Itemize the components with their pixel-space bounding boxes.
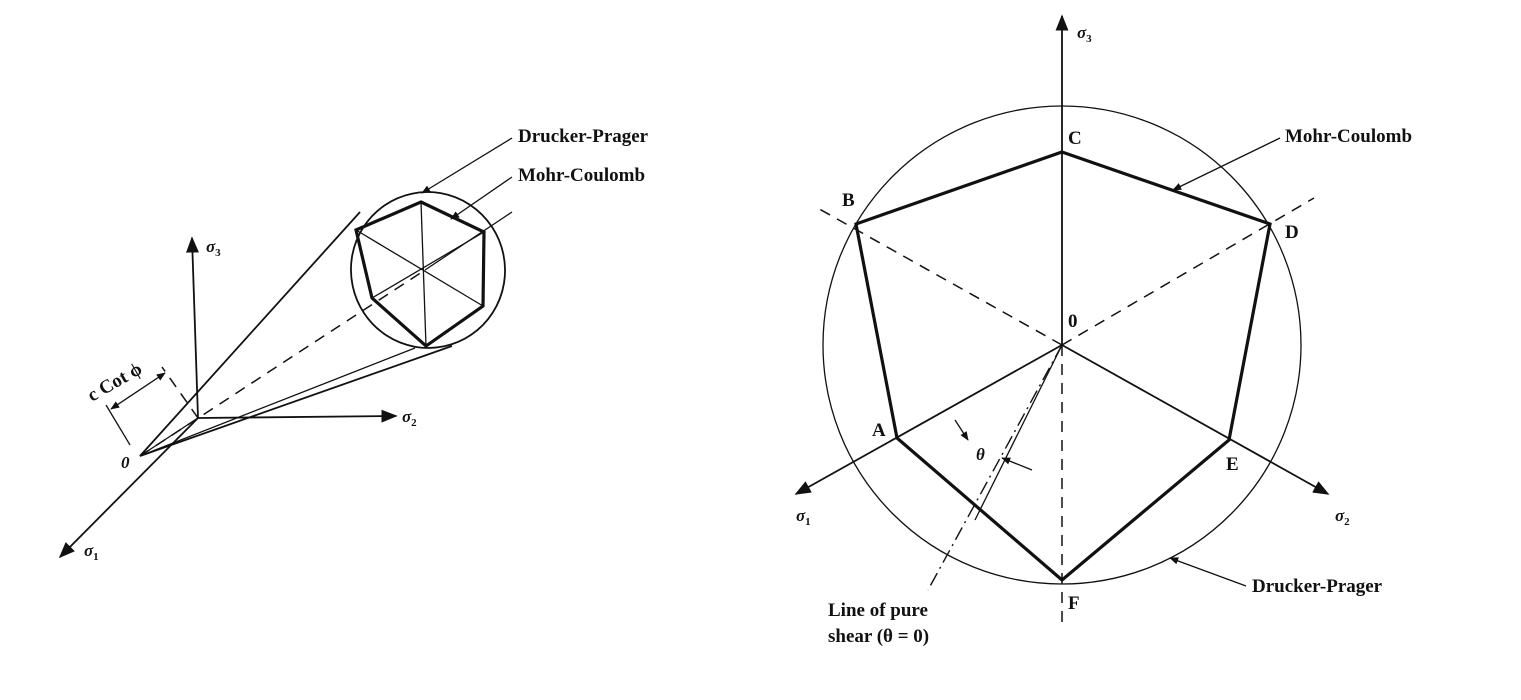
right-origin-label: 0 xyxy=(1068,311,1078,332)
right-sigma2-label: σ2 xyxy=(1335,506,1350,528)
mohr-coulomb-hexagon-right xyxy=(854,150,1272,583)
point-label-E: E xyxy=(1226,454,1239,475)
hexagon-spoke-1 xyxy=(420,201,427,347)
c-cot-phi-dimension xyxy=(110,372,166,410)
c-cot-phi-extension-1 xyxy=(105,404,131,446)
drucker-prager-circle-left xyxy=(350,191,506,349)
right-mohr-coulomb-pointer xyxy=(1172,137,1281,191)
right-sigma3-label: σ3 xyxy=(1077,23,1092,45)
left-sigma3-axis xyxy=(186,236,199,419)
point-label-B: B xyxy=(842,190,855,211)
hexagon-spoke-2 xyxy=(371,231,485,299)
point-label-F: F xyxy=(1068,593,1080,614)
left-origin-label: 0 xyxy=(121,453,130,472)
right-sigma1-negative-dashed xyxy=(1061,197,1315,346)
pure-shear-line xyxy=(927,344,1063,591)
right-sigma1-label: σ1 xyxy=(796,506,811,528)
radial-line-theta xyxy=(974,344,1063,521)
c-cot-phi-label: c Cot ϕ xyxy=(84,358,146,406)
left-drucker-prager-label: Drucker-Prager xyxy=(518,126,649,147)
left-sigma2-label: σ2 xyxy=(402,407,417,429)
point-label-A: A xyxy=(872,420,886,441)
right-mohr-coulomb-label: Mohr-Coulomb xyxy=(1285,126,1412,147)
left-sigma2-axis xyxy=(197,409,398,423)
left-sigma3-label: σ3 xyxy=(206,237,221,259)
theta-label: θ xyxy=(976,445,985,464)
pure-shear-label-line1: Line of pure xyxy=(828,600,928,621)
left-sigma1-label: σ1 xyxy=(84,541,99,563)
pure-shear-label-line2: shear (θ = 0) xyxy=(828,626,929,647)
left-drucker-prager-pointer xyxy=(421,137,513,194)
right-sigma2-axis xyxy=(1061,344,1330,495)
cone-generator-top xyxy=(139,211,361,457)
right-drucker-prager-label: Drucker-Prager xyxy=(1252,576,1383,597)
cone-generator-lower xyxy=(139,347,416,457)
right-sigma2-negative-dashed xyxy=(813,205,1063,346)
point-label-D: D xyxy=(1285,222,1299,243)
theta-arrow-2 xyxy=(1001,457,1033,471)
deviatoric-plane-figure: θ A B C D E F 0 σ3 σ1 σ2 Mohr-Coulomb Dr… xyxy=(794,14,1412,647)
right-drucker-prager-pointer xyxy=(1169,557,1247,587)
theta-arrow-1 xyxy=(954,419,969,441)
cone-generator-bottom xyxy=(139,345,453,457)
point-label-C: C xyxy=(1068,128,1082,149)
left-mohr-coulomb-label: Mohr-Coulomb xyxy=(518,165,645,186)
left-sigma1-axis xyxy=(58,417,199,559)
c-cot-phi-extension-2 xyxy=(161,366,199,419)
hexagon-spoke-3 xyxy=(355,229,484,307)
principal-stress-space-figure: c Cot ϕ 0 σ3 σ2 σ1 Drucker-Prager Mohr-C… xyxy=(58,126,649,563)
left-mohr-coulomb-pointer xyxy=(450,176,513,220)
right-sigma1-axis xyxy=(794,344,1063,495)
